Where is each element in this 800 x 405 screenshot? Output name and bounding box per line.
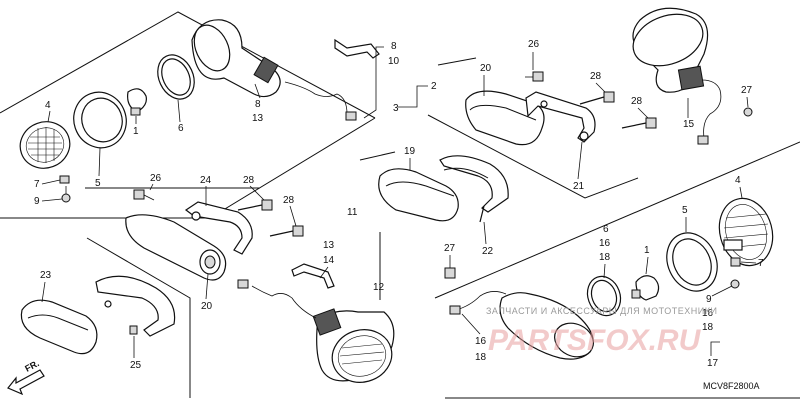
callout-15: 15 <box>683 119 695 130</box>
cover-part-23 <box>20 299 98 355</box>
callout-10: 10 <box>388 56 400 67</box>
diagram-code: MCV8F2800A <box>703 381 760 391</box>
callout-14: 14 <box>323 255 335 266</box>
callout-20-top: 20 <box>480 63 492 74</box>
screw-part-27-lower <box>444 267 456 279</box>
screw-part-9-lower <box>730 279 740 289</box>
callout-13-b: 13 <box>323 240 335 251</box>
screw-part-26-top <box>525 71 544 82</box>
callout-11: 11 <box>347 207 358 218</box>
watermark-line-1: ЗАПЧАСТИ И АКСЕССУАРЫ ДЛЯ МОТОТЕХНИКИ <box>486 306 717 316</box>
gasket-part-6 <box>157 54 195 100</box>
callout-28-top-b: 28 <box>631 96 643 107</box>
screw-part-26-left <box>133 189 155 201</box>
stay-part-24 <box>184 201 253 255</box>
bolt-part-28-top-a <box>579 91 615 105</box>
winker-part-12 <box>237 232 395 383</box>
rim-part-5 <box>73 91 127 149</box>
winker-body-part-16 <box>449 291 594 360</box>
callout-20-left: 20 <box>201 301 213 312</box>
lens-part-4 <box>19 121 71 169</box>
callout-25: 25 <box>130 360 142 371</box>
bulb-part-1-lower <box>631 275 660 301</box>
callout-21: 21 <box>573 181 585 192</box>
bulb-part-1 <box>127 88 147 116</box>
callout-23: 23 <box>40 270 52 281</box>
callout-18-b: 18 <box>702 322 714 333</box>
callout-6-lower: 6 <box>603 224 609 235</box>
rim-part-5-lower <box>666 232 718 292</box>
nut-part-7-lower <box>730 257 741 267</box>
callout-19: 19 <box>404 146 416 157</box>
callout-27-top: 27 <box>741 85 753 96</box>
screw-part-9 <box>61 186 71 203</box>
callout-16-b: 16 <box>702 308 714 319</box>
callout-18-c: 18 <box>475 352 487 363</box>
stay-part-25 <box>95 275 176 337</box>
group-box-left-middle <box>85 187 260 398</box>
callout-16-c: 16 <box>475 336 487 347</box>
bolt-part-28-left-b <box>269 225 304 237</box>
bolt-part-28-top-b <box>621 117 657 129</box>
lens-part-4-lower <box>718 197 774 267</box>
clip-part-10 <box>334 38 380 59</box>
callout-12: 12 <box>373 282 385 293</box>
nut-part-27-top <box>743 107 753 117</box>
callout-7: 7 <box>34 179 40 190</box>
cover-part-19 <box>378 168 459 222</box>
callout-8-a: 8 <box>255 99 261 110</box>
callout-26-left: 26 <box>150 173 162 184</box>
callout-5: 5 <box>95 178 101 189</box>
bracket-part-20-upper <box>465 90 545 146</box>
callout-1: 1 <box>133 126 139 137</box>
bracket-part-20-lower <box>125 214 227 281</box>
callout-26-top: 26 <box>528 39 540 50</box>
group-box-bottom-right <box>434 141 800 399</box>
stay-part-21 <box>525 91 596 143</box>
callout-8-b: 8 <box>391 41 397 52</box>
clip-part-14 <box>291 263 335 289</box>
callout-27-lower: 27 <box>444 243 456 254</box>
bolt-part-28-left-a <box>237 199 273 211</box>
callout-22: 22 <box>482 246 494 257</box>
callout-5-lower: 5 <box>682 205 688 216</box>
group-box-front-winker <box>0 11 376 219</box>
callout-4-lower: 4 <box>735 175 741 186</box>
winker-body-part-8 <box>191 19 357 121</box>
callout-13-a: 13 <box>252 113 264 124</box>
callout-9: 9 <box>34 196 40 207</box>
callout-16-a: 16 <box>599 238 611 249</box>
callout-9-lower: 9 <box>706 294 712 305</box>
winker-part-15 <box>632 7 722 145</box>
callout-28-left-a: 28 <box>243 175 255 186</box>
callout-28-top-a: 28 <box>590 71 602 82</box>
callout-18-a: 18 <box>599 252 611 263</box>
callout-28-left-b: 28 <box>283 195 295 206</box>
callout-3: 3 <box>393 103 399 114</box>
callout-24: 24 <box>200 175 212 186</box>
callout-6: 6 <box>178 123 184 134</box>
watermark-line-2: PARTSFOX.RU <box>488 324 702 357</box>
callout-2: 2 <box>431 81 437 92</box>
gasket-part-6-lower <box>586 275 622 317</box>
callout-7-lower: 7 <box>758 258 764 269</box>
callout-4: 4 <box>45 100 51 111</box>
cover-part-22 <box>439 155 509 223</box>
group-box-middle <box>359 151 396 161</box>
front-direction-arrow-icon: FR. <box>7 358 45 396</box>
nut-part-7 <box>59 175 70 184</box>
callout-1-lower: 1 <box>644 245 650 256</box>
callout-17: 17 <box>707 358 719 369</box>
group-box-top-right <box>427 57 639 199</box>
